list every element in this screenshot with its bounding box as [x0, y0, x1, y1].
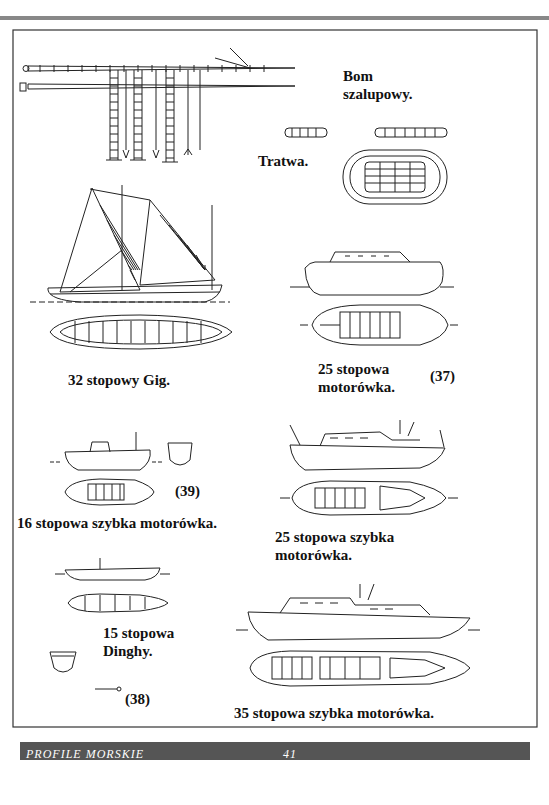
- hatch-stroke: [250, 65, 251, 72]
- hatch-stroke: [89, 321, 90, 343]
- hatch-stroke: [166, 102, 174, 103]
- hatch-stroke: [166, 110, 174, 111]
- hatch-stroke: [134, 150, 142, 151]
- boat-caption: Bom szalupowy.: [343, 67, 433, 103]
- hatch-stroke: [134, 142, 142, 143]
- hatch-stroke: [145, 321, 146, 343]
- hatch-stroke: [187, 245, 205, 270]
- boat-caption: 32 stopowy Gig.: [68, 371, 228, 389]
- figure-number: (38): [125, 690, 165, 708]
- hatch-stroke: [75, 321, 76, 343]
- hatch-stroke: [110, 102, 118, 103]
- hatch-stroke: [110, 110, 118, 111]
- boat-caption: 25 stopowa motorówka.: [318, 360, 428, 396]
- motorboat-25-fast: [280, 420, 458, 515]
- hatch-stroke: [166, 94, 174, 95]
- hatch-stroke: [166, 158, 174, 159]
- hatch-stroke: [166, 134, 174, 135]
- hatch-stroke: [110, 94, 118, 95]
- hatch-stroke: [117, 321, 118, 343]
- boat-caption: 25 stopowa szybka motorówka.: [275, 528, 435, 564]
- hatch-stroke: [131, 321, 132, 343]
- gig: [30, 185, 232, 349]
- hatch-stroke: [166, 126, 174, 127]
- hatch-stroke: [110, 118, 118, 119]
- boat-boom: [20, 48, 295, 162]
- footer-text: 41: [275, 745, 305, 763]
- boat-caption: 15 stopowa Dinghy.: [103, 624, 213, 660]
- hatch-stroke: [110, 158, 118, 159]
- hatch-stroke: [187, 321, 188, 343]
- hatch-stroke: [166, 86, 174, 87]
- hatch-stroke: [166, 150, 174, 151]
- hatch-stroke: [194, 65, 195, 72]
- hatch-stroke: [152, 65, 153, 72]
- hatch-stroke: [134, 126, 142, 127]
- hatch-stroke: [134, 118, 142, 119]
- hatch-stroke: [222, 65, 223, 72]
- figure-number: (37): [430, 367, 470, 385]
- hatch-stroke: [40, 65, 41, 72]
- hatch-stroke: [166, 142, 174, 143]
- hatch-stroke: [68, 65, 69, 72]
- hatch-stroke: [134, 86, 142, 87]
- hatch-stroke: [110, 142, 118, 143]
- hatch-stroke: [208, 65, 209, 72]
- figure-number: (39): [175, 482, 215, 500]
- hatch-stroke: [114, 235, 136, 270]
- motorboat-25: [290, 252, 458, 345]
- hatch-stroke: [160, 215, 205, 270]
- hatch-stroke: [124, 65, 125, 72]
- hatch-stroke: [201, 321, 202, 343]
- hatch-stroke: [110, 126, 118, 127]
- hatch-stroke: [121, 250, 134, 270]
- motorboat-35-fast: [236, 584, 480, 686]
- hatch-stroke: [166, 118, 174, 119]
- hatch-stroke: [100, 205, 140, 270]
- hatch-stroke: [54, 65, 55, 72]
- hatch-stroke: [82, 65, 83, 72]
- hatch-stroke: [159, 321, 160, 343]
- hatch-stroke: [134, 78, 142, 79]
- hatch-stroke: [96, 65, 97, 72]
- hatch-stroke: [134, 94, 142, 95]
- boat-caption: 16 stopowa szybka motorówka.: [17, 514, 257, 532]
- hatch-stroke: [178, 235, 205, 270]
- hatch-stroke: [138, 65, 139, 72]
- dinghy: [50, 558, 170, 691]
- hatch-stroke: [110, 78, 118, 79]
- hatch-stroke: [166, 78, 174, 79]
- motorboat-16: [50, 432, 192, 505]
- hatch-stroke: [128, 265, 132, 270]
- hatch-stroke: [130, 270, 135, 280]
- hatch-stroke: [196, 255, 205, 270]
- hatch-stroke: [134, 134, 142, 135]
- hatch-stroke: [110, 86, 118, 87]
- hatch-stroke: [134, 110, 142, 111]
- hatch-stroke: [110, 134, 118, 135]
- hatch-stroke: [173, 321, 174, 343]
- hatch-stroke: [205, 265, 206, 270]
- hatch-stroke: [107, 220, 138, 270]
- hatch-stroke: [264, 65, 265, 72]
- footer-text: PROFILE MORSKIE: [26, 745, 176, 763]
- hatch-stroke: [110, 150, 118, 151]
- hatch-stroke: [134, 158, 142, 159]
- boat-caption: Tratwa.: [258, 152, 328, 170]
- hatch-stroke: [134, 102, 142, 103]
- hatch-stroke: [236, 65, 237, 72]
- hatch-stroke: [103, 321, 104, 343]
- raft: [285, 128, 447, 204]
- hatch-stroke: [180, 65, 181, 72]
- hatch-stroke: [169, 225, 205, 270]
- boat-caption: 35 stopowa szybka motorówka.: [234, 704, 494, 722]
